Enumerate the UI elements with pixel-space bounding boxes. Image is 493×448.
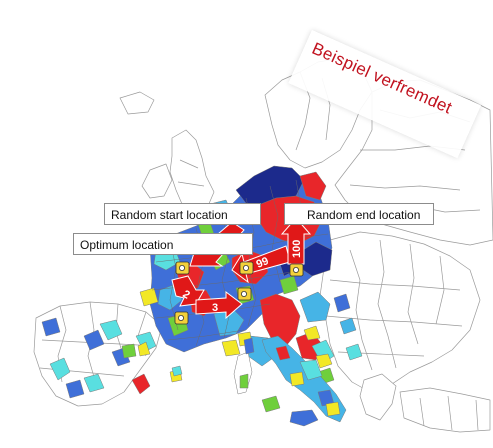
arrow-label-3: 3 [212, 302, 218, 314]
optimum-location-callout: Optimum location [73, 233, 253, 255]
random-start-location-callout: Random start location [104, 203, 261, 225]
pin-marker-c [174, 311, 189, 325]
random-end-location-callout: Random end location [284, 203, 434, 225]
arrow-100 [280, 217, 312, 265]
pin-marker-e [239, 261, 254, 275]
pin-marker-d [289, 263, 304, 277]
arrow-label-99: 99 [255, 255, 271, 271]
random-start-location-label: Random start location [111, 208, 228, 222]
arrow-label-100: 100 [291, 240, 303, 258]
pin-marker-a [175, 261, 190, 275]
arrow-label-2: 2 [181, 288, 192, 301]
random-end-location-label: Random end location [307, 208, 421, 222]
optimum-location-label: Optimum location [80, 238, 174, 252]
pin-marker-b [237, 287, 252, 301]
arrow-3 [195, 291, 243, 320]
